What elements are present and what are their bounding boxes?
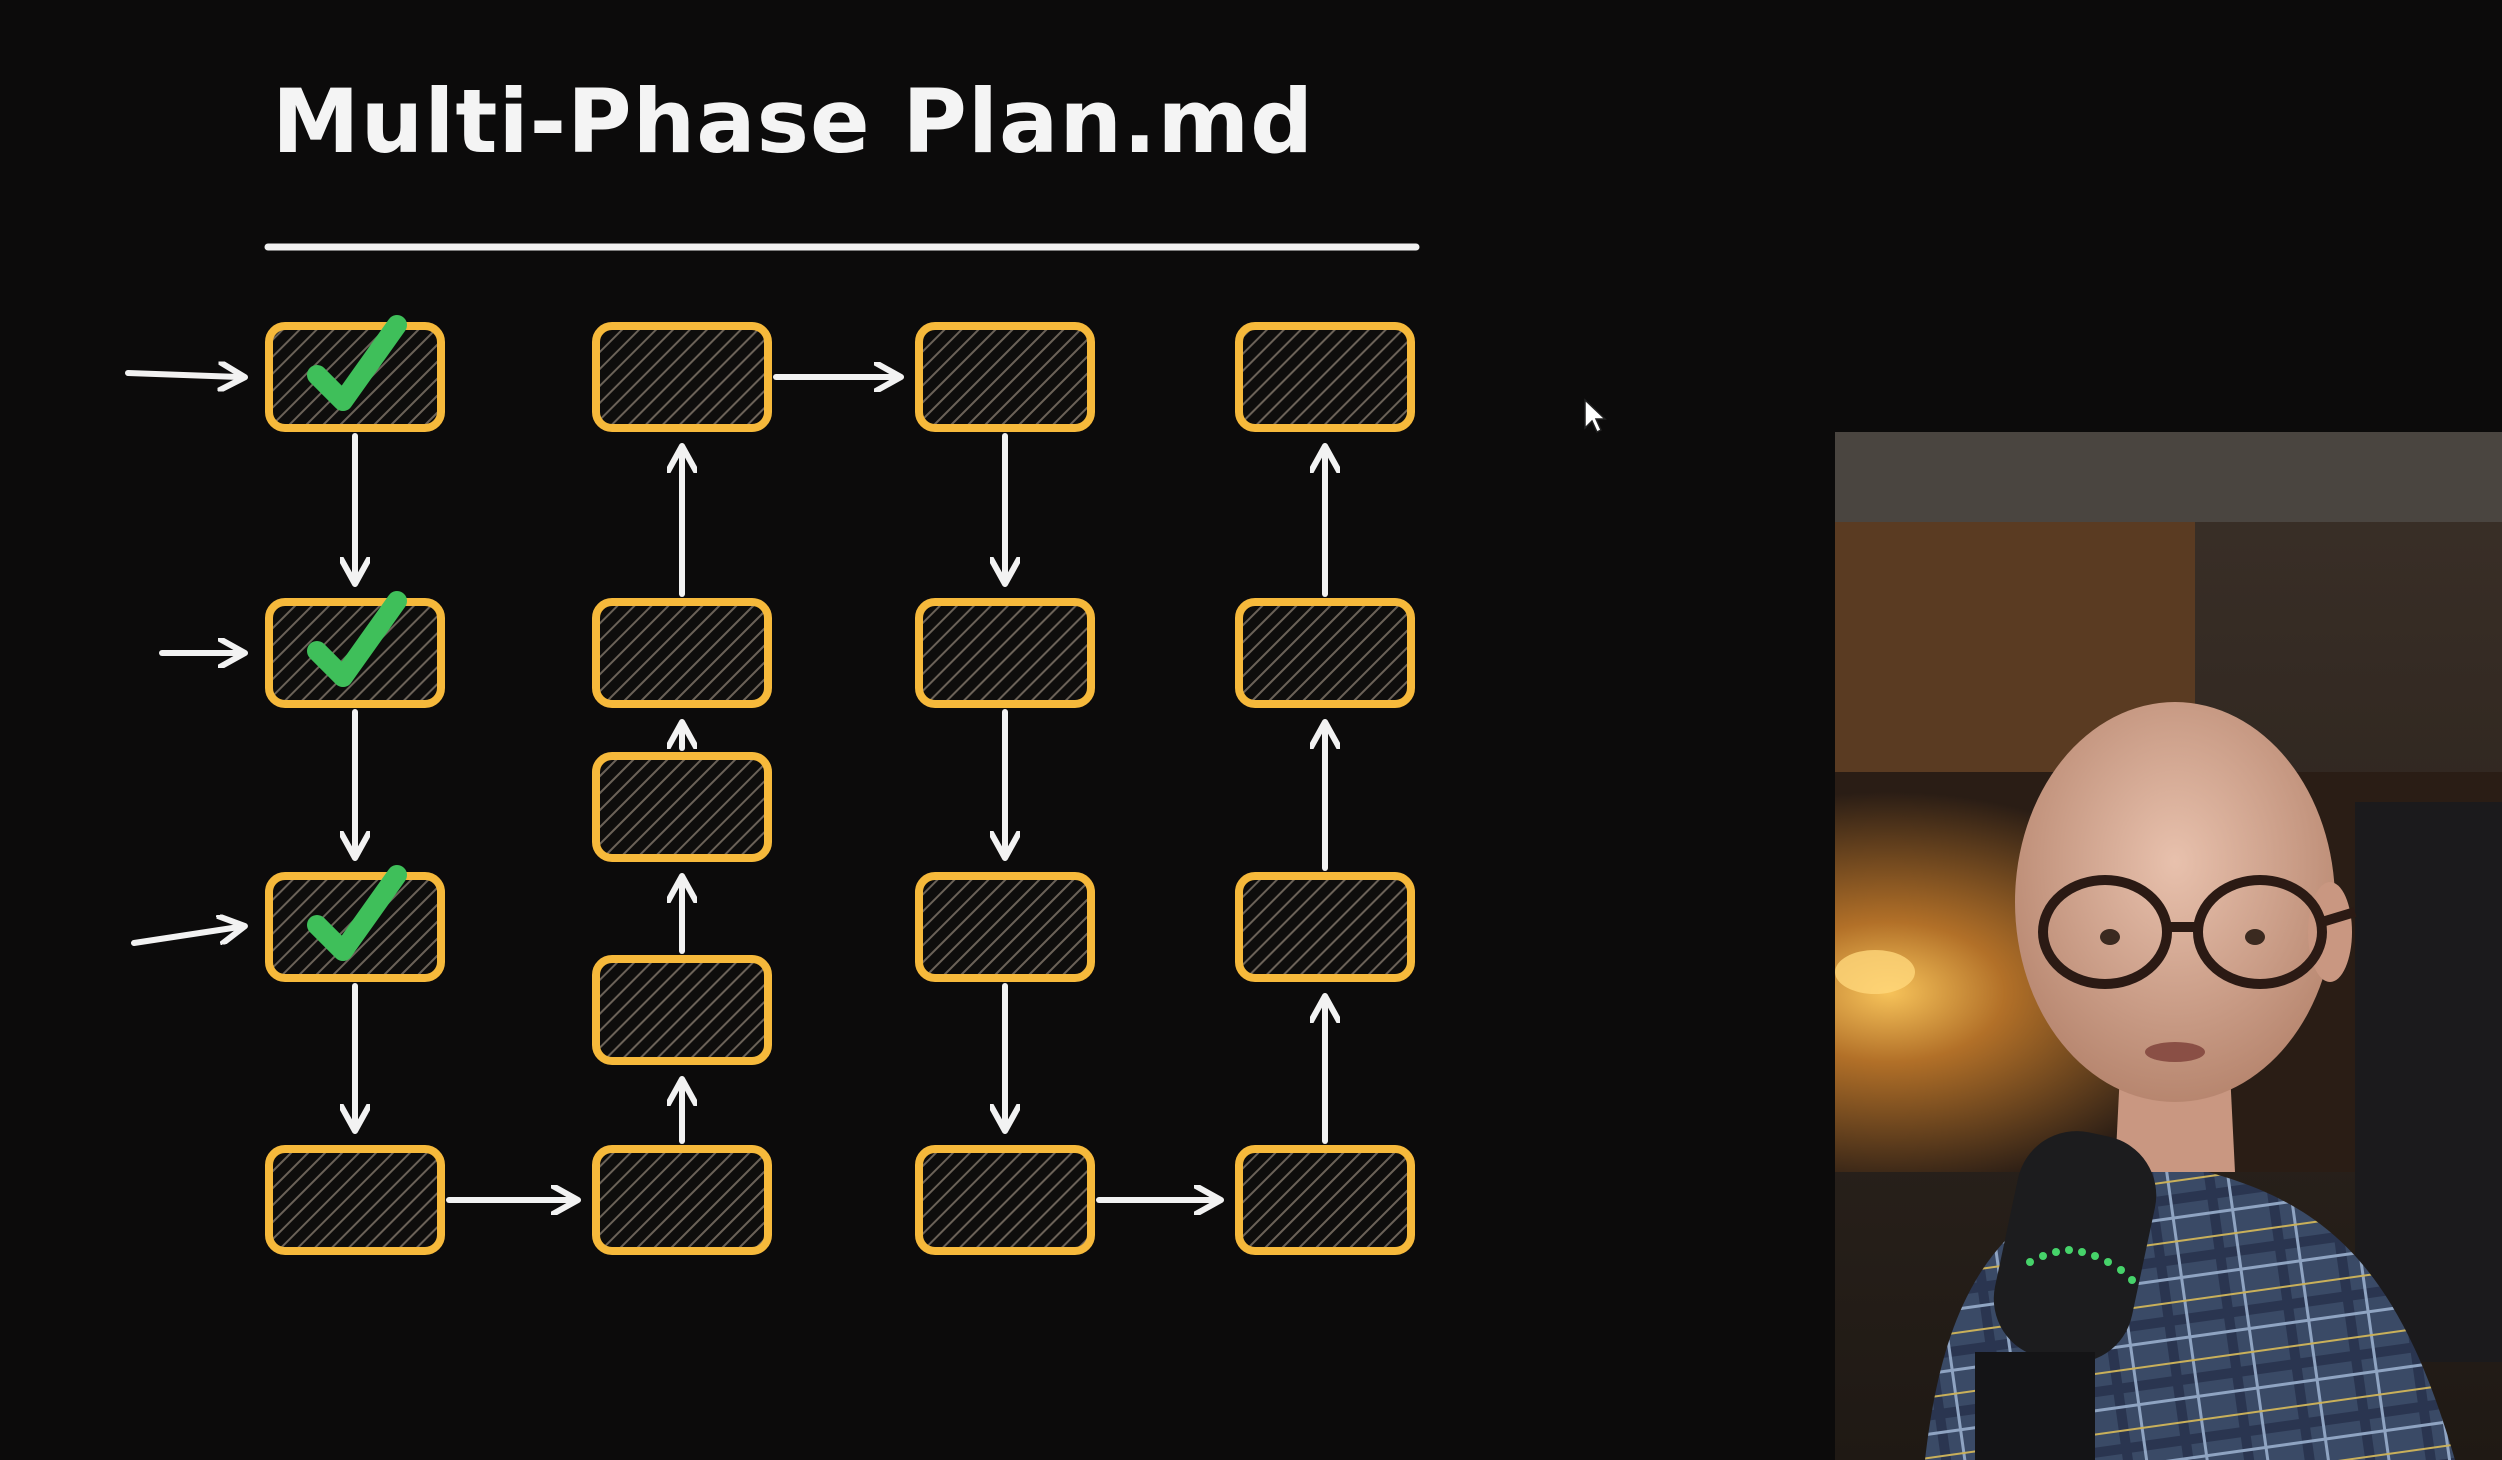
- checkmark-icon: [307, 315, 407, 411]
- plan-step-box-c2r1: [592, 322, 772, 432]
- plan-step-box-c2r4: [592, 1145, 772, 1255]
- plan-step-box-c4r3: [1235, 872, 1415, 982]
- webcam-overlay: [1835, 432, 2502, 1460]
- plan-step-box-c3r3: [915, 872, 1095, 982]
- plan-step-box-c3r4: [915, 1145, 1095, 1255]
- plan-step-box-c2r2: [592, 598, 772, 708]
- plan-step-box-c2r3a: [592, 752, 772, 862]
- webcam-video-frame: [1835, 432, 2502, 1460]
- page-title: Multi-Phase Plan.md: [272, 70, 1315, 173]
- plan-step-box-c1r4: [265, 1145, 445, 1255]
- plan-step-box-c3r1: [915, 322, 1095, 432]
- plan-step-box-c2r3b: [592, 955, 772, 1065]
- checkmark-icon: [307, 865, 407, 961]
- entry-arrow-c1r3: [131, 927, 239, 946]
- entry-arrow-c1r1: [125, 373, 239, 377]
- plan-step-box-c4r1: [1235, 322, 1415, 432]
- plan-step-box-c3r2: [915, 598, 1095, 708]
- plan-step-box-c4r2: [1235, 598, 1415, 708]
- mouse-cursor-icon: [1584, 398, 1607, 434]
- plan-step-box-c4r4: [1235, 1145, 1415, 1255]
- checkmark-icon: [307, 591, 407, 687]
